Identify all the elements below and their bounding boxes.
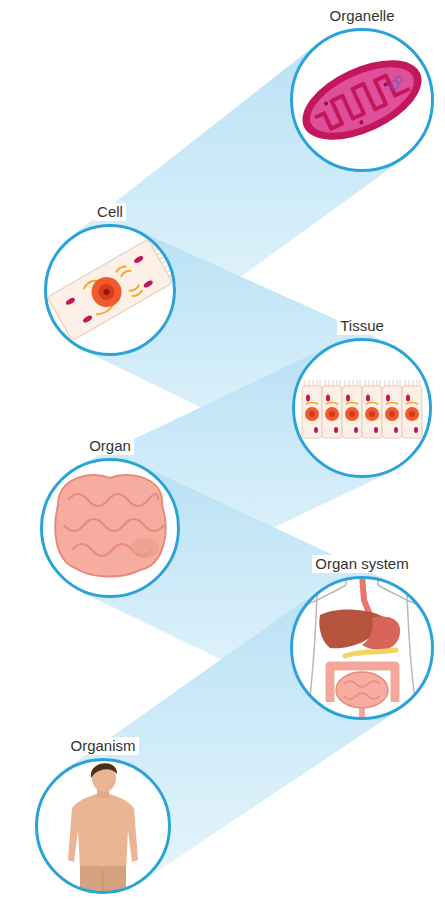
cell-illustration-part-part (81, 261, 144, 317)
mitochondrion-illustration (290, 44, 433, 156)
cell-illustration-part-part (86, 272, 127, 313)
mitochondrion-illustration-part-part (395, 76, 403, 84)
cell-illustration-part-part (47, 239, 172, 340)
level-circle: Organ (40, 458, 180, 598)
level-circle: Organelle (290, 28, 434, 172)
level-circle: Organism (35, 758, 171, 894)
intestine-illustration-part (68, 494, 158, 506)
tissue-illustration-part (302, 380, 322, 438)
mitochondrion-illustration-part-part (389, 79, 400, 90)
intestine-illustration-part (64, 519, 164, 531)
tissue-illustration (302, 380, 422, 438)
cell-illustration-part-part (65, 297, 76, 306)
digestive-system-illustration-part (336, 672, 388, 708)
zoom-beam (64, 589, 402, 882)
mitochondrion-illustration-part-part (383, 82, 388, 87)
cell-illustration-part (47, 234, 181, 340)
circle-grounds (35, 28, 434, 894)
cell-illustration-part-part (149, 237, 180, 280)
mitochondrion-illustration-part-part (359, 120, 364, 125)
tissue-illustration-part (342, 380, 362, 438)
level-label: Tissue (337, 317, 387, 335)
level-label: Organ system (312, 555, 411, 573)
level-label: Organ (86, 437, 134, 455)
human-illustration (68, 763, 138, 900)
digestive-system-illustration-part (345, 650, 396, 656)
circle-grounds-part (44, 224, 176, 356)
cell-illustration-part-part (82, 314, 93, 323)
intestine-illustration-part (131, 538, 159, 558)
cell-illustration-part-part (96, 281, 118, 303)
human-illustration-part (68, 794, 138, 870)
level-label: Cell (94, 203, 126, 221)
cell-illustration-part-part (143, 279, 154, 288)
cell-illustration-part-part (133, 255, 144, 264)
intestine-illustration-part (55, 475, 165, 577)
zoom-beam-fill (64, 589, 402, 882)
circle-grounds-part (40, 458, 180, 598)
level-label: Organism (67, 737, 138, 755)
human-illustration-part (91, 763, 117, 778)
mitochondrion-illustration-part-part (290, 44, 433, 156)
level-circle: Organ system (290, 576, 434, 720)
cell-illustration-part-part (102, 288, 110, 296)
circle-grounds-part (290, 28, 434, 172)
tissue-illustration-part (382, 380, 402, 438)
mitochondrion-illustration-part-part (301, 54, 424, 147)
tissue-illustration-part (322, 380, 342, 438)
level-circle: Cell (44, 224, 176, 356)
digestive-system-illustration-part (290, 566, 434, 730)
circle-grounds-part (292, 338, 432, 478)
human-illustration-part (80, 866, 126, 900)
digestive-system-illustration-part (344, 681, 380, 699)
human-illustration-part (103, 870, 104, 900)
level-label: Organelle (326, 7, 397, 25)
mitochondrion-illustration-part-part (323, 101, 328, 106)
digestive-system-illustration-part (362, 617, 400, 650)
intestine-illustration (55, 475, 165, 577)
digestive-system-illustration (290, 566, 434, 730)
circle-grounds-part (290, 576, 434, 720)
tissue-illustration-part (362, 380, 382, 438)
level-circle: Tissue (292, 338, 432, 478)
tissue-illustration-part (402, 380, 422, 438)
mitochondrion-illustration-part (290, 44, 433, 156)
mitochondrion-illustration-part-part (311, 67, 412, 134)
cell-illustration (47, 234, 181, 340)
